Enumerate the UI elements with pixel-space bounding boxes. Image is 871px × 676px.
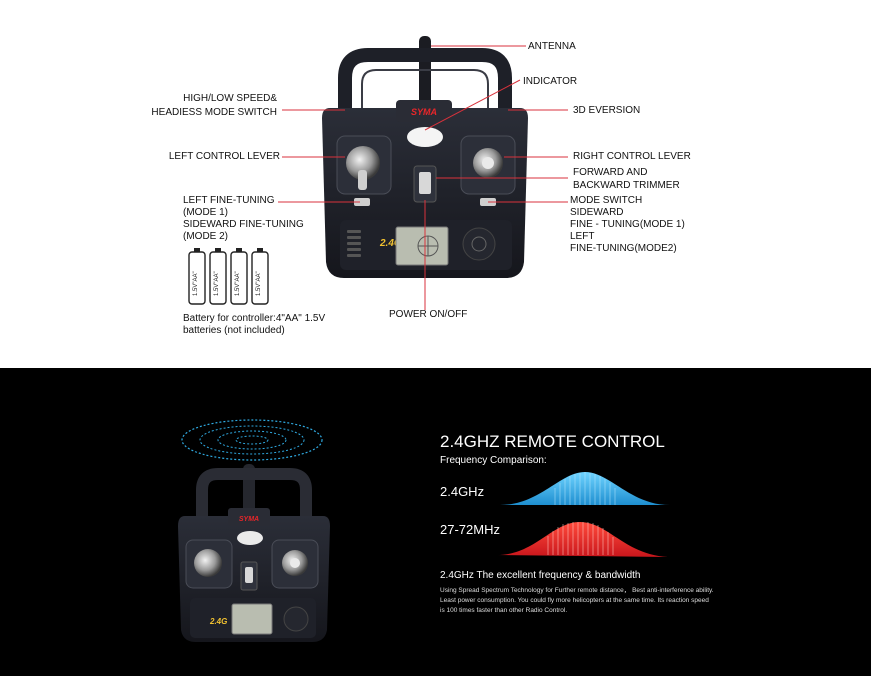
promo-description: Using Spread Spectrum Technology for Fur… bbox=[440, 587, 714, 614]
wave-2-4ghz bbox=[500, 472, 670, 505]
brand-logo: SYMA bbox=[411, 107, 437, 117]
label-indicator: INDICATOR bbox=[523, 76, 578, 87]
wave-27-72mhz bbox=[497, 522, 668, 557]
label-sideward-line2: FINE - TUNING(MODE 1) bbox=[570, 219, 685, 230]
label-speed-switch-line1: HIGH/LOW SPEED& bbox=[183, 93, 277, 104]
battery-text: 1.5V"AA" bbox=[214, 271, 220, 296]
label-trimmer-line1: FORWARD AND bbox=[573, 167, 648, 178]
label-left-fine-line2: (MODE 1) bbox=[183, 207, 228, 218]
label-battery-line2: batteries (not included) bbox=[183, 325, 285, 336]
label-right-control-lever: RIGHT CONTROL LEVER bbox=[573, 151, 691, 162]
band-label-2-4ghz: 2.4GHz bbox=[440, 484, 485, 499]
label-antenna: ANTENNA bbox=[528, 41, 576, 52]
label-battery-line1: Battery for controller:4"AA" 1.5V bbox=[183, 313, 326, 324]
battery-text: 1.5V"AA" bbox=[235, 271, 241, 296]
controller-image-bottom: SYMA 2.4G bbox=[178, 464, 330, 642]
promo-background bbox=[0, 368, 871, 676]
label-left-control-lever: LEFT CONTROL LEVER bbox=[168, 151, 280, 162]
band-label-27-72mhz: 27-72MHz bbox=[440, 522, 500, 537]
signal-dome-icon bbox=[181, 419, 323, 461]
label-mode-switch: MODE SWITCH bbox=[570, 195, 643, 206]
controller-image-top: SYMA bbox=[322, 36, 528, 278]
battery-icon: 1.5V"AA" 1.5V"AA" 1.5V"AA" 1.5V"AA" bbox=[188, 248, 269, 305]
brand-logo: SYMA bbox=[239, 516, 259, 523]
battery-text: 1.5V"AA" bbox=[256, 271, 262, 296]
label-trimmer-line2: BACKWARD TRIMMER bbox=[573, 180, 680, 191]
label-speed-switch-line2: HEADIESS MODE SWITCH bbox=[151, 107, 277, 118]
label-left-fine-line4: (MODE 2) bbox=[183, 231, 228, 242]
battery-text: 1.5V"AA" bbox=[193, 271, 199, 296]
freq-badge: 2.4G bbox=[379, 238, 402, 249]
promo-title: 2.4GHZ REMOTE CONTROL bbox=[440, 432, 665, 451]
label-power: POWER ON/OFF bbox=[389, 309, 468, 320]
pointer-lines bbox=[278, 45, 568, 310]
promo-subtitle: Frequency Comparison: bbox=[440, 455, 547, 466]
label-left-fine-line3: SIDEWARD FINE-TUNING bbox=[183, 219, 304, 230]
label-sideward-line1: SIDEWARD bbox=[570, 207, 624, 218]
label-sideward-line4: FINE-TUNING(MODE2) bbox=[570, 243, 677, 254]
promo-feature: 2.4GHz The excellent frequency & bandwid… bbox=[440, 570, 641, 581]
label-3d-eversion: 3D EVERSION bbox=[573, 105, 641, 116]
freq-badge: 2.4G bbox=[209, 617, 227, 626]
label-sideward-line3: LEFT bbox=[570, 231, 595, 242]
label-left-fine-line1: LEFT FINE-TUNING bbox=[183, 195, 275, 206]
